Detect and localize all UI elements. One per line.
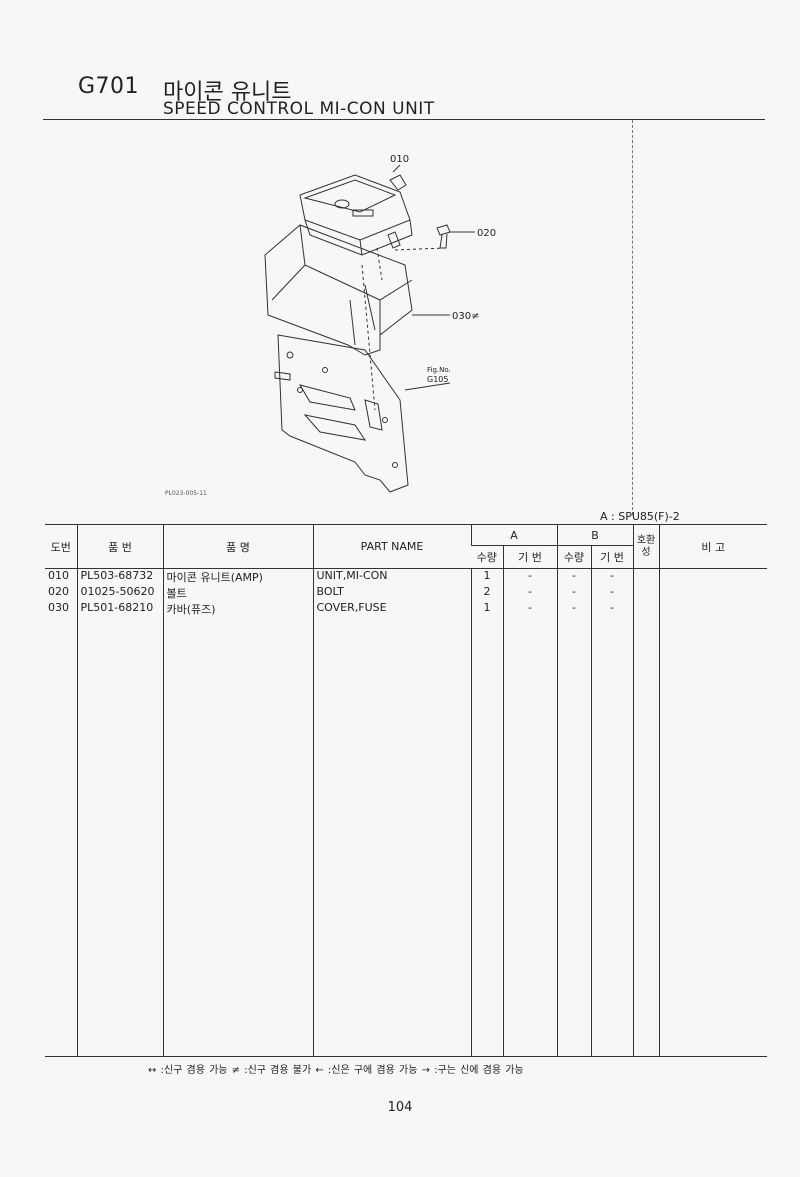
row-part-no: PL503-68732 <box>76 568 163 585</box>
row-interchange <box>632 601 660 617</box>
col-header-part-no: 품 번 <box>76 524 163 569</box>
row-b-qty: - <box>556 585 591 601</box>
row-interchange <box>632 568 660 585</box>
row-name-en: UNIT,MI-CON <box>312 568 471 585</box>
interchangeability-legend: ↔ :신구 겸용 가능 ≠ :신구 겸용 불가 ← :신은 구에 겸용 가능 →… <box>148 1065 524 1076</box>
row-b-qty: - <box>556 601 591 617</box>
table-row: 030 PL501-68210 카바(퓨즈) COVER,FUSE 1 - - … <box>45 601 768 617</box>
micon-unit <box>299 174 413 256</box>
row-name-ko: 볼트 <box>162 585 313 601</box>
row-name-ko: 마이콘 유니트(AMP) <box>162 568 313 585</box>
figno-value: G105 <box>427 375 448 384</box>
row-interchange <box>632 585 660 601</box>
col-header-a-base: 기 번 <box>502 545 557 569</box>
row-b-base: - <box>590 585 634 601</box>
row-a-base: - <box>502 601 557 617</box>
bolt-020 <box>436 224 451 249</box>
row-name-en: COVER,FUSE <box>312 601 471 617</box>
drawing-reference: PL023-005-11 <box>165 490 207 497</box>
col-header-name-en: PART NAME <box>312 524 471 569</box>
row-name-ko: 카바(퓨즈) <box>162 601 313 617</box>
row-remarks <box>658 601 768 617</box>
row-no: 010 <box>48 569 69 582</box>
page-number: 104 <box>387 1100 413 1115</box>
row-part-no: 01025-50620 <box>76 585 163 601</box>
fuse-cover <box>264 224 413 356</box>
page-title-korean: 마이콘 유니트 <box>163 80 292 105</box>
table-row: 020 01025-50620 볼트 BOLT 2 - - - <box>45 585 768 601</box>
bracket-plate <box>277 334 409 493</box>
row-a-base: - <box>502 585 557 601</box>
figno-label: Fig.No. <box>427 366 451 374</box>
callout-030: 030≠ <box>452 311 479 322</box>
col-header-a-qty: 수량 <box>476 551 497 564</box>
table-filler-row <box>45 617 768 1057</box>
row-b-qty: - <box>556 568 591 585</box>
row-a-qty: 1 <box>470 601 503 617</box>
callout-010: 010 <box>390 154 409 165</box>
row-remarks <box>658 568 768 585</box>
row-no: 030 <box>48 601 69 614</box>
table-row: 010 PL503-68732 마이콘 유니트(AMP) UNIT,MI-CON… <box>45 568 768 585</box>
section-code: G701 <box>78 74 140 99</box>
col-header-b-base: 기 번 <box>590 545 634 569</box>
row-a-base: - <box>502 568 557 585</box>
parts-diagram: 010 020 030≠ Fig.No. G105 PL023-005-11 <box>165 154 496 497</box>
row-a-qty: 2 <box>470 585 503 601</box>
header-rule <box>43 119 765 120</box>
col-header-interchange: 호환성 <box>632 524 660 569</box>
row-name-en: BOLT <box>312 585 471 601</box>
row-b-base: - <box>590 601 634 617</box>
row-part-no: PL501-68210 <box>76 601 163 617</box>
row-a-qty: 1 <box>470 568 503 585</box>
col-header-group-b: B <box>556 524 634 546</box>
callout-020: 020 <box>477 228 496 239</box>
row-no: 020 <box>48 585 69 598</box>
vertical-dashed-divider <box>632 120 633 515</box>
row-b-base: - <box>590 568 634 585</box>
col-header-no: 도번 <box>45 524 77 569</box>
col-header-name-ko: 품 명 <box>162 524 313 569</box>
model-label: A : SPU85(F)-2 <box>600 510 680 523</box>
parts-table: 도번 품 번 품 명 PART NAME A B 호환성 비 고 수량 기 번 … <box>45 524 768 1057</box>
row-remarks <box>658 585 768 601</box>
page-title-english: SPEED CONTROL MI-CON UNIT <box>163 99 435 119</box>
col-header-remarks: 비 고 <box>658 524 768 569</box>
col-header-b-qty: 수량 <box>556 545 591 569</box>
col-header-group-a: A <box>470 524 557 546</box>
